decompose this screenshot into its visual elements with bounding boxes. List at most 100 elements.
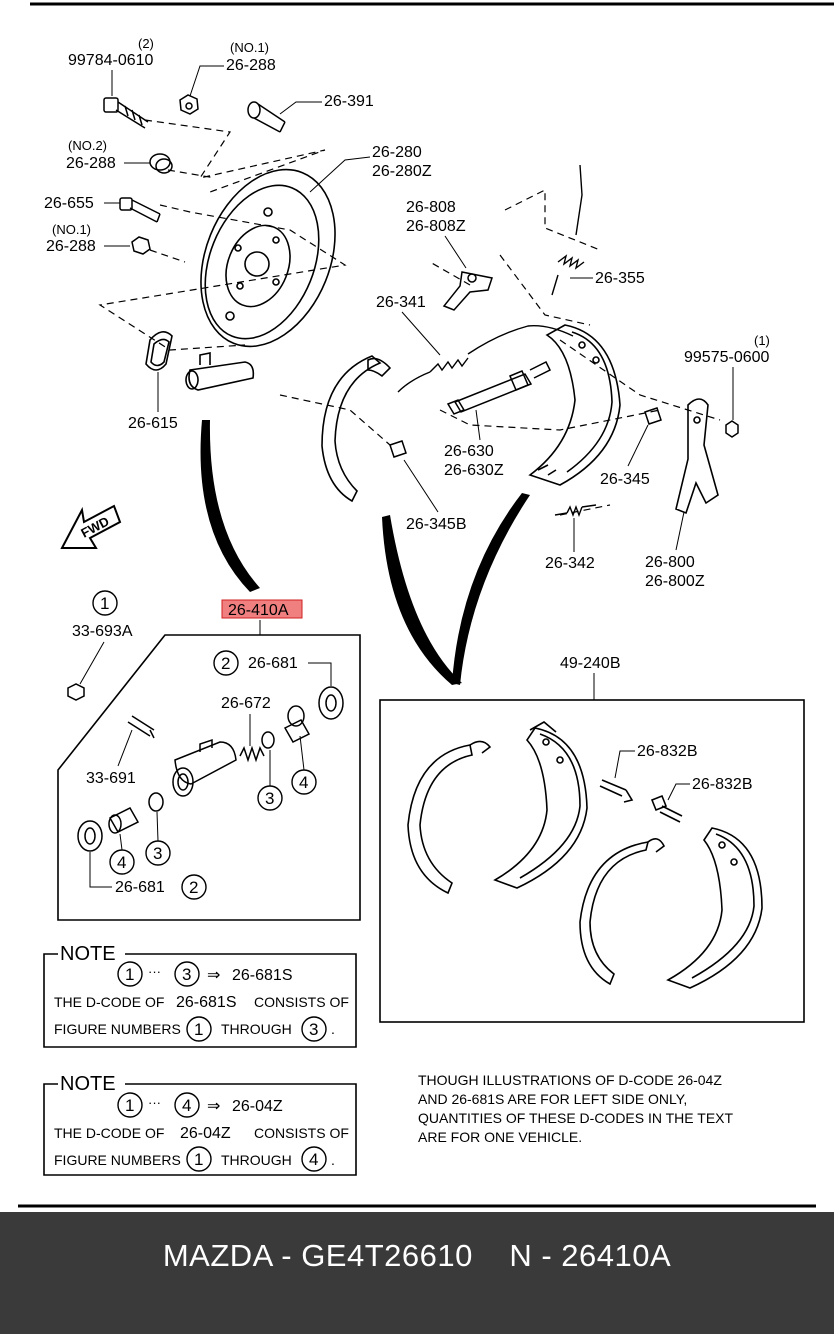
note1-line1a: THE D-CODE OF: [54, 994, 164, 1010]
label-26288-no2: 26-288: [66, 155, 116, 172]
leader-26832b-2: [667, 783, 690, 801]
nut-26288-no1-top: [179, 94, 199, 115]
note2-title: NOTE: [60, 1073, 116, 1095]
label-26800z: 26-800Z: [645, 573, 705, 590]
note1-circle-from-icon: [117, 961, 143, 987]
label-26832b-2: 26-832B: [692, 776, 753, 793]
label-26342: 26-342: [545, 555, 595, 572]
spring-26342: [554, 504, 597, 517]
label-26288-no1-top-note: (NO.1): [230, 40, 269, 55]
brake-shoe-box: [379, 699, 805, 1023]
brake-shoe-labels: 26-832B 26-832B: [614, 743, 753, 801]
callout-circle-1-icon: [92, 590, 118, 616]
leader-33693a: [79, 641, 105, 685]
wheel-cylinder-parts: [67, 683, 344, 852]
label-26345: 26-345: [600, 471, 650, 488]
note1-from: 1: [125, 965, 134, 984]
label-26832b-1: 26-832B: [637, 743, 698, 760]
note2-frame: [43, 1083, 357, 1176]
note2-to: 4: [182, 1096, 191, 1115]
note1-line1c: CONSISTS OF: [254, 994, 349, 1010]
note2-dots: ···: [148, 1095, 161, 1110]
leader-26681-bot: [89, 852, 112, 888]
note2-line2d: 4: [309, 1150, 318, 1169]
label-26630z: 26-630Z: [444, 462, 504, 479]
note1-line1b: 26-681S: [176, 994, 237, 1011]
nut-26288-no1-bottom: [131, 236, 151, 255]
footer-title: MAZDA - GE4T26610 N - 26410A: [162, 1238, 672, 1273]
leader-3b: [156, 811, 159, 842]
remark-text: THOUGH ILLUSTRATIONS OF D-CODE 26-04Z AN…: [418, 1072, 733, 1145]
bolt-99784: [103, 97, 149, 129]
note1-code: 26-681S: [232, 967, 293, 984]
swoosh-arrow-left: [200, 420, 260, 592]
note-box-2: NOTE 1 ··· 4 ⇒ 26-04Z THE D-CODE OF 26-0…: [43, 1073, 357, 1176]
label-26800: 26-800: [645, 554, 695, 571]
dashed-leaders: [98, 119, 721, 516]
swoosh-arrow-right: [382, 515, 462, 685]
note2-circle-from-icon: [117, 1092, 143, 1118]
footer-bar: MAZDA - GE4T26610 N - 26410A: [0, 1212, 834, 1334]
label-26655: 26-655: [44, 195, 94, 212]
label-99575: 99575-0600: [684, 349, 770, 366]
remark-line2: AND 26-681S ARE FOR LEFT SIDE ONLY,: [418, 1091, 687, 1107]
label-26288-no1-bot-note: (NO.1): [52, 222, 91, 237]
gasket-26615: [145, 331, 173, 371]
clip-26345b: [389, 440, 407, 458]
exploded-parts-diagram: FWD (2) 99784-0610 (NO.1) 26-288 26-391 …: [18, 2, 834, 1208]
label-26681-bot: 26-681: [115, 879, 165, 896]
upper-labels: (2) 99784-0610 (NO.1) 26-288 26-391 (NO.…: [44, 36, 770, 590]
spring-26355: [551, 164, 585, 296]
note1-line2c: THROUGH: [221, 1021, 292, 1037]
backing-plate: [200, 168, 336, 348]
label-26280z: 26-280Z: [372, 163, 432, 180]
label-26341: 26-341: [376, 294, 426, 311]
leader-26280: [309, 156, 371, 193]
leader-4a: [299, 735, 305, 771]
wheel-cylinder-labels: 1 33-693A 2 26-681 26-672 33-691 3 4 4 3…: [72, 590, 332, 900]
leader-26800: [675, 511, 685, 551]
label-33693a: 33-693A: [72, 623, 133, 640]
note2-line2e: .: [331, 1152, 335, 1168]
label-26672: 26-672: [221, 695, 271, 712]
leader-26630: [475, 409, 481, 441]
note1-dots: ···: [148, 964, 161, 979]
callout-2-bot: 2: [189, 878, 198, 897]
leader-26832b-1: [614, 750, 635, 779]
remark-line1: THOUGH ILLUSTRATIONS OF D-CODE 26-04Z: [418, 1072, 722, 1088]
note1-line2e: .: [331, 1021, 335, 1037]
note1-circle-to-icon: [174, 961, 200, 987]
spring-26341: [397, 325, 574, 393]
note2-line1c: CONSISTS OF: [254, 1125, 349, 1141]
lever-26800: [675, 398, 719, 515]
highlight-26410a[interactable]: 26-410A: [221, 599, 303, 619]
note2-circle-2d-icon: [301, 1146, 327, 1172]
note2-circle-to-icon: [174, 1092, 200, 1118]
label-26280: 26-280: [372, 144, 422, 161]
callout-4b: 4: [117, 853, 126, 872]
brake-shoe-kit: [407, 721, 763, 989]
note2-line2c: THROUGH: [221, 1152, 292, 1168]
leader-26681-top: [308, 662, 332, 686]
label-26615: 26-615: [128, 415, 178, 432]
note1-line2d: 3: [309, 1020, 318, 1039]
leader-26345: [627, 424, 649, 467]
leader-26808: [444, 235, 467, 269]
clip-26345: [644, 407, 662, 425]
note2-line1a: THE D-CODE OF: [54, 1125, 164, 1141]
label-26681-top: 26-681: [248, 655, 298, 672]
leader-26341: [401, 311, 441, 356]
note1-line2b: 1: [194, 1020, 203, 1039]
nut-99575: [725, 420, 739, 438]
wheel-cylinder-box: [57, 634, 361, 921]
label-99784: 99784-0610: [68, 52, 154, 69]
label-26630: 26-630: [444, 443, 494, 460]
note1-to: 3: [182, 965, 191, 984]
note2-line2b: 1: [194, 1150, 203, 1169]
note1-line2a: FIGURE NUMBERS: [54, 1021, 181, 1037]
label-99784-qty: (2): [138, 36, 154, 51]
bolt-26391: [247, 101, 286, 133]
label-26345b: 26-345B: [406, 516, 467, 533]
callout-3b: 3: [153, 844, 162, 863]
callout-3a: 3: [265, 789, 274, 808]
